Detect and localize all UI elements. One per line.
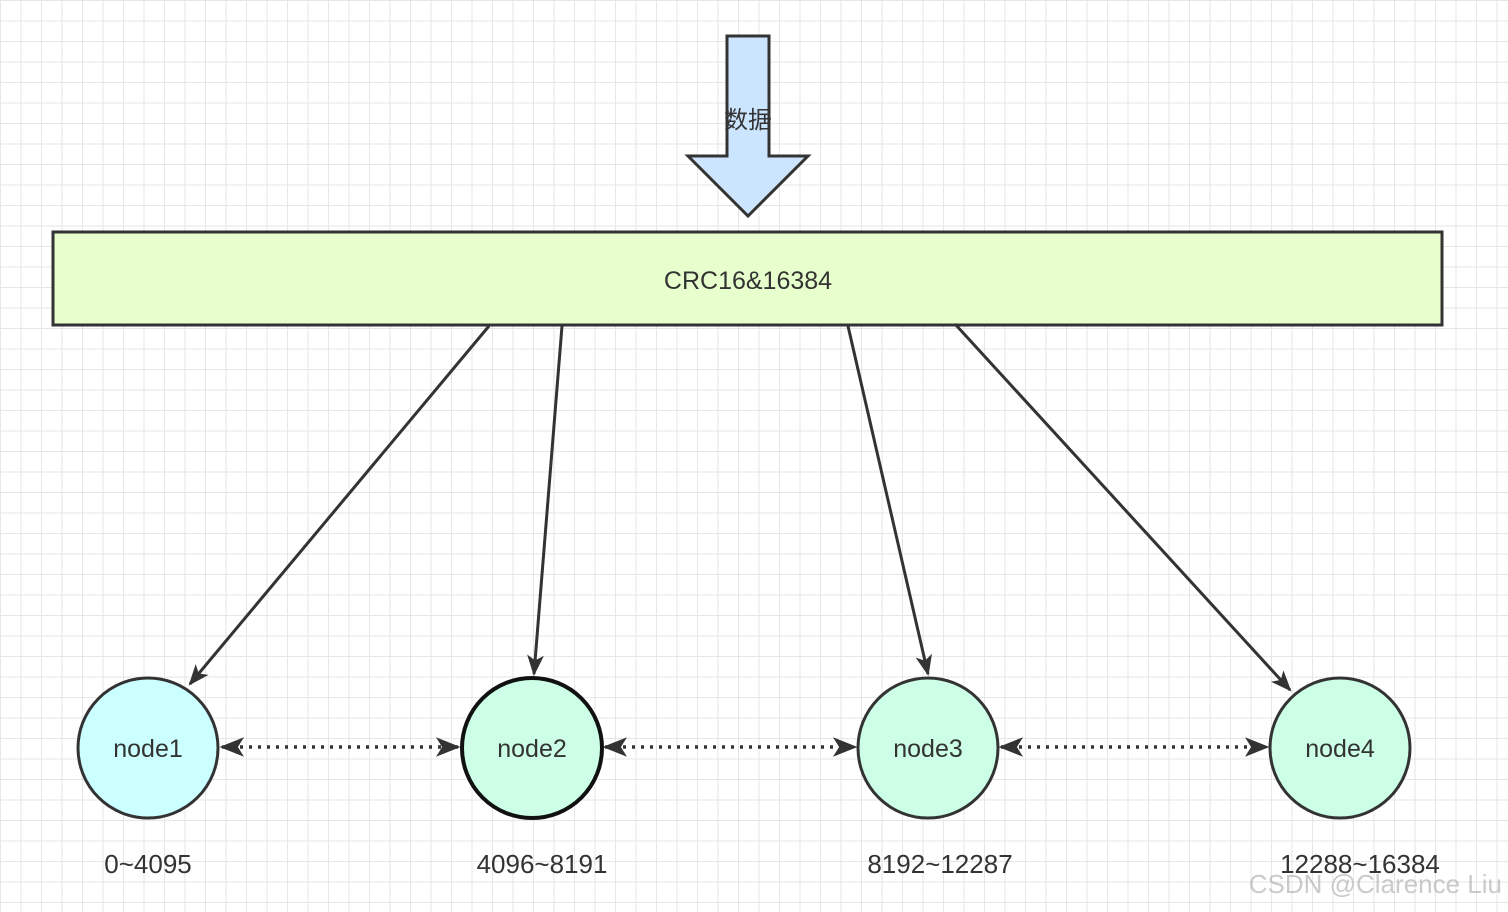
- node-4-label: node4: [1305, 735, 1375, 763]
- distribution-edges: [188, 322, 1292, 692]
- hash-box-rect: [51, 230, 1444, 327]
- hash-box: CRC16&16384: [51, 230, 1444, 327]
- node-1-circle: [76, 676, 220, 820]
- node-2-circle: [460, 676, 604, 820]
- node-4-range: 12288~16384: [1280, 849, 1440, 879]
- watermark: CSDN @Clarence Liu: [1248, 869, 1502, 899]
- slot-ranges: 0~4095 4096~8191 8192~12287 12288~16384: [104, 849, 1440, 879]
- node-3-label: node3: [893, 735, 963, 763]
- node-1: node1: [76, 676, 220, 820]
- input-data-arrow-label: 数据: [724, 107, 772, 134]
- node-4-circle: [1268, 676, 1412, 820]
- node-2-range: 4096~8191: [477, 849, 608, 879]
- input-data-arrow: 数据: [684, 34, 812, 219]
- node-4: node4: [1268, 676, 1412, 820]
- hash-box-label: CRC16&16384: [664, 267, 832, 295]
- node-1-label: node1: [113, 735, 183, 763]
- edge-to-node4: [953, 322, 1292, 692]
- node-3: node3: [856, 676, 1000, 820]
- node-3-circle: [856, 676, 1000, 820]
- input-data-arrow-shape: [684, 34, 812, 219]
- node-3-range: 8192~12287: [867, 849, 1012, 879]
- node-1-range: 0~4095: [104, 849, 191, 879]
- edge-to-node2: [527, 325, 564, 677]
- edge-to-node3: [846, 325, 932, 677]
- edge-to-node1: [188, 325, 491, 686]
- node-2: node2: [460, 676, 604, 820]
- node-2-label: node2: [497, 735, 567, 763]
